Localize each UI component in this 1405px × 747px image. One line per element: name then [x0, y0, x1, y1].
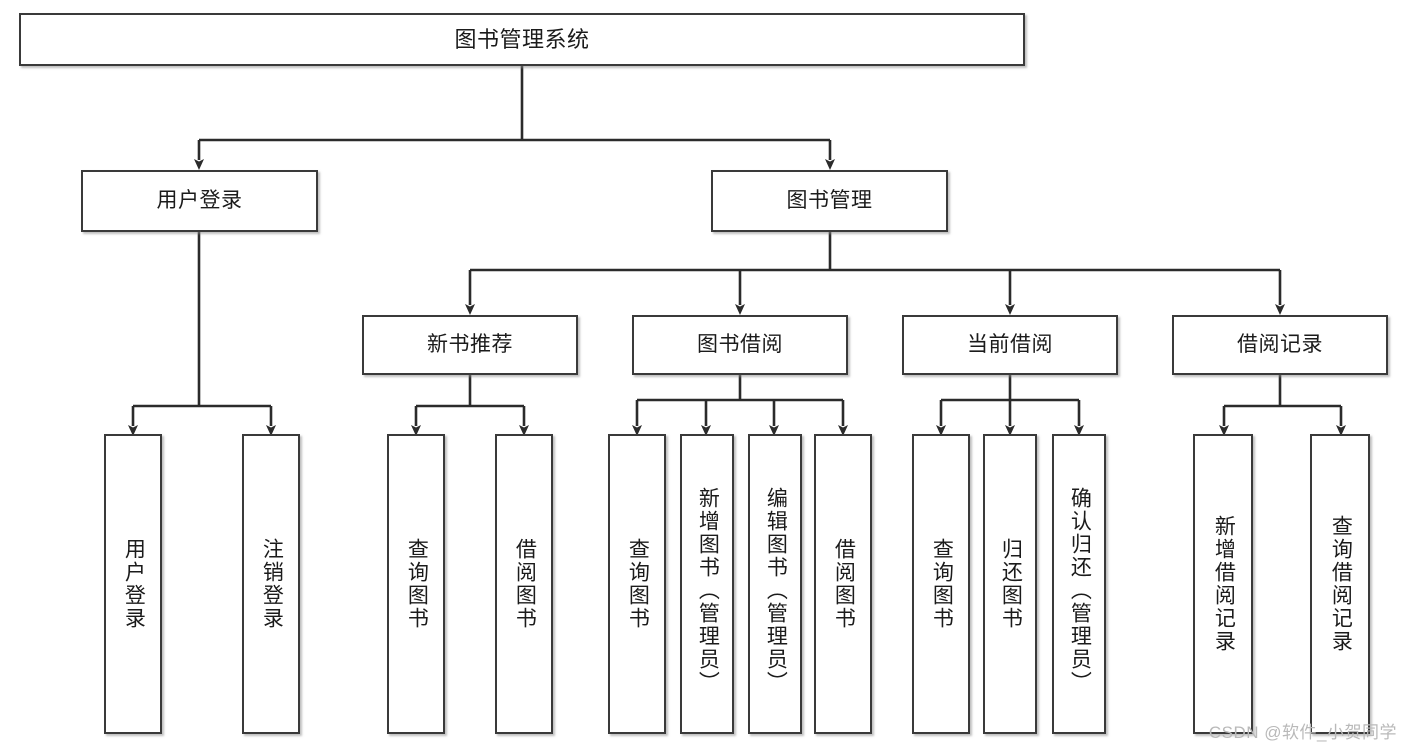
node-label: 用户登录: [156, 188, 243, 212]
edges-borrowrecord-to-leaves: [1219, 375, 1346, 436]
node-label: 用户登录: [122, 538, 146, 630]
node-book-borrow[interactable]: 图书借阅: [632, 315, 848, 375]
node-user-login[interactable]: 用户登录: [81, 170, 318, 232]
node-leaf-borrow-book-recommend[interactable]: 借阅图书: [495, 434, 553, 734]
edges-bookborrow-to-leaves: [632, 375, 848, 436]
node-leaf-query-book-recommend[interactable]: 查询图书: [387, 434, 445, 734]
node-leaf-edit-book[interactable]: 编辑图书（管理员）: [748, 434, 802, 734]
node-leaf-confirm-return[interactable]: 确认归还（管理员）: [1052, 434, 1106, 734]
node-label: 借阅记录: [1237, 332, 1323, 356]
node-label: 借阅图书: [513, 538, 537, 630]
node-label: 当前借阅: [967, 332, 1053, 356]
node-label: 查询图书: [626, 538, 650, 630]
node-label: 注销登录: [260, 538, 284, 630]
node-leaf-return-book[interactable]: 归还图书: [983, 434, 1037, 734]
node-label: 查询借阅记录: [1329, 515, 1353, 653]
node-leaf-add-book[interactable]: 新增图书（管理员）: [680, 434, 734, 734]
node-label: 图书管理: [786, 188, 873, 212]
node-leaf-logout-login[interactable]: 注销登录: [242, 434, 300, 734]
node-root-book-management-system[interactable]: 图书管理系统: [19, 13, 1025, 66]
edges-newbook-to-leaves: [411, 375, 529, 436]
node-label: 归还图书: [999, 538, 1023, 630]
node-label: 查询图书: [930, 538, 954, 630]
node-label: 新增图书（管理员）: [696, 486, 720, 694]
node-current-borrow[interactable]: 当前借阅: [902, 315, 1118, 375]
node-label: 新书推荐: [427, 332, 513, 356]
node-leaf-add-borrow-record[interactable]: 新增借阅记录: [1193, 434, 1253, 734]
node-new-book-recommend[interactable]: 新书推荐: [362, 315, 578, 375]
node-label: 图书借阅: [697, 332, 783, 356]
edges-currentborrow-to-leaves: [936, 375, 1084, 436]
node-borrow-record[interactable]: 借阅记录: [1172, 315, 1388, 375]
node-leaf-user-login[interactable]: 用户登录: [104, 434, 162, 734]
node-label: 查询图书: [405, 538, 429, 630]
node-leaf-borrow-book-borrow[interactable]: 借阅图书: [814, 434, 872, 734]
node-label: 编辑图书（管理员）: [764, 486, 788, 694]
node-leaf-query-book-borrow[interactable]: 查询图书: [608, 434, 666, 734]
node-label: 确认归还（管理员）: [1068, 486, 1092, 694]
node-label: 借阅图书: [832, 538, 856, 630]
node-label: 图书管理系统: [454, 26, 590, 52]
edges-root-to-level2: [194, 66, 835, 170]
node-leaf-query-borrow-record[interactable]: 查询借阅记录: [1310, 434, 1370, 734]
node-book-management[interactable]: 图书管理: [711, 170, 948, 232]
node-leaf-query-book-current[interactable]: 查询图书: [912, 434, 970, 734]
edges-userlogin-to-leaves: [128, 232, 276, 436]
edges-bookmgmt-to-level3: [465, 232, 1285, 315]
node-label: 新增借阅记录: [1212, 515, 1236, 653]
